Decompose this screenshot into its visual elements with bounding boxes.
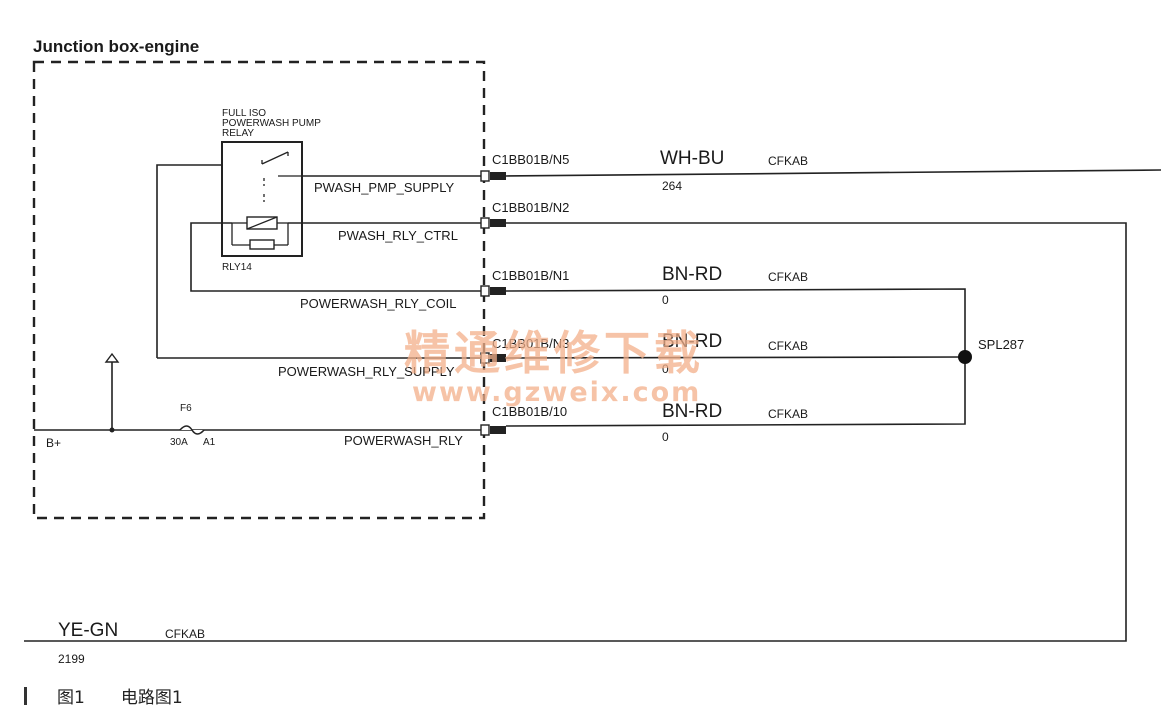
relay-ref-label: RLY14 xyxy=(222,262,252,273)
connector-n3-label: C1BB01B/N3 xyxy=(492,336,569,351)
relay-title-line1: FULL ISO xyxy=(222,108,266,119)
connector-pin-n2 xyxy=(480,217,506,229)
fuse-name-label: F6 xyxy=(180,403,192,414)
caption-bar xyxy=(24,686,27,705)
connector-n5-label: C1BB01B/N5 xyxy=(492,152,569,167)
wire-wh-bu xyxy=(505,169,1161,177)
wire-10-harness: CFKAB xyxy=(768,407,808,421)
relay-title-line2: POWERWASH PUMP xyxy=(222,118,321,129)
signal-relay-label: POWERWASH_RLY xyxy=(344,433,463,448)
wire-bottom-color: YE-GN xyxy=(58,620,118,641)
connector-pin-10 xyxy=(480,424,506,436)
fuse-icon xyxy=(179,425,205,435)
connector-pin-n3 xyxy=(480,352,506,364)
signal-relay-supply-label: POWERWASH_RLY_SUPPLY xyxy=(278,364,455,379)
wire-n3-number: 0 xyxy=(662,362,669,376)
caption-figure-number: 图1 xyxy=(57,688,85,708)
connector-10-label: C1BB01B/10 xyxy=(492,404,567,419)
wire-n1-harness: CFKAB xyxy=(768,270,808,284)
wire-n1-color: BN-RD xyxy=(662,264,722,285)
junction-box-title: Junction box-engine xyxy=(33,37,199,56)
wire-10-number: 0 xyxy=(662,430,669,444)
fuse-rating-label: 30A xyxy=(170,437,188,448)
connector-n2-label: C1BB01B/N2 xyxy=(492,200,569,215)
junction-box-outline xyxy=(32,60,486,520)
connector-pin-n1 xyxy=(480,285,506,297)
wire-n3-harness: CFKAB xyxy=(768,339,808,353)
wire-10-color: BN-RD xyxy=(662,401,722,422)
caption-text: 电路图1 xyxy=(120,688,183,708)
b-plus-label: B+ xyxy=(46,436,61,450)
fuse-pin-label: A1 xyxy=(203,437,216,448)
b-plus-arrow-symbol xyxy=(104,352,120,433)
splice-label: SPL287 xyxy=(978,337,1024,352)
wire-n5-harness: CFKAB xyxy=(768,154,808,168)
wire-n5-number: 264 xyxy=(662,179,682,193)
wire-ye-gn xyxy=(24,222,1127,642)
figure-caption: 图1 电路图1 xyxy=(24,683,183,708)
watermark-url: www.gzweix.com xyxy=(412,377,701,408)
splice-dot xyxy=(958,350,972,364)
wire-bottom-harness: CFKAB xyxy=(165,627,205,641)
relay-coil-symbol xyxy=(231,216,289,250)
signal-relay-coil-label: POWERWASH_RLY_COIL xyxy=(300,296,457,311)
relay-coil-internal-wire xyxy=(190,222,484,292)
signal-pump-supply-label: PWASH_PMP_SUPPLY xyxy=(314,180,454,195)
wire-bn-rd-n3 xyxy=(505,356,966,359)
wire-bottom-number: 2199 xyxy=(58,652,85,666)
signal-relay-ctrl-label: PWASH_RLY_CTRL xyxy=(338,228,458,243)
wire-n3-color: BN-RD xyxy=(662,331,722,352)
wire-n1-number: 0 xyxy=(662,293,669,307)
connector-pin-n5 xyxy=(480,170,506,182)
connector-n1-label: C1BB01B/N1 xyxy=(492,268,569,283)
relay-switch-symbol xyxy=(261,151,302,202)
wire-n5-color: WH-BU xyxy=(660,148,724,169)
relay-title-line3: RELAY xyxy=(222,128,254,139)
relay-supply-internal-wire xyxy=(156,164,222,358)
relay-box xyxy=(221,141,303,257)
watermark-cn: 精通维修下载 xyxy=(404,326,704,380)
